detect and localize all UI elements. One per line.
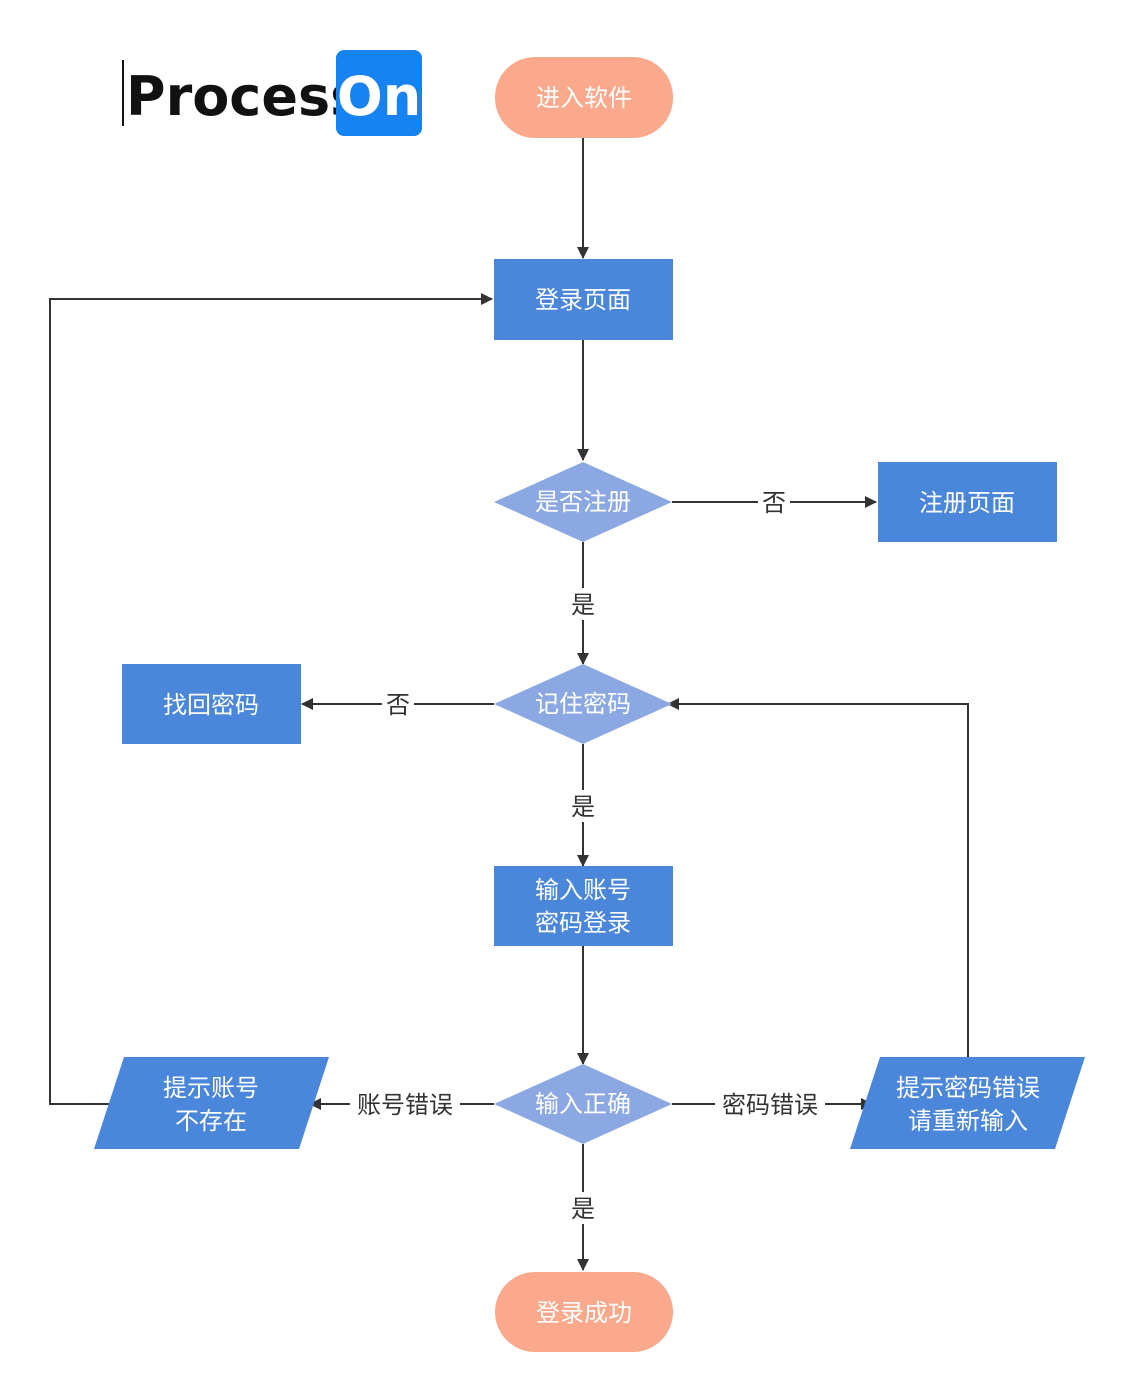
node-login-page-label: 登录页面 bbox=[535, 286, 631, 314]
node-login-page: 登录页面 bbox=[494, 259, 673, 340]
edge-label-registered: 是 bbox=[571, 591, 595, 619]
edge-label-correct: 是 bbox=[571, 1195, 595, 1223]
node-login-success: 登录成功 bbox=[495, 1272, 673, 1352]
node-account-not-exist: 提示账号 不存在 bbox=[94, 1057, 329, 1149]
node-enter-app: 进入软件 bbox=[495, 57, 673, 138]
node-wrong-password-line1: 提示密码错误 bbox=[896, 1074, 1040, 1102]
node-input-credentials: 输入账号 密码登录 bbox=[494, 866, 673, 946]
node-wrong-password: 提示密码错误 请重新输入 bbox=[850, 1057, 1085, 1149]
logo-accent-box bbox=[336, 50, 422, 136]
node-enter-app-label: 进入软件 bbox=[536, 84, 632, 112]
node-register-page: 注册页面 bbox=[878, 462, 1057, 542]
node-wrong-password-line2: 请重新输入 bbox=[908, 1107, 1028, 1135]
node-is-registered-label: 是否注册 bbox=[535, 488, 631, 516]
node-login-success-label: 登录成功 bbox=[536, 1299, 632, 1327]
edge-label-not-remembered: 否 bbox=[386, 691, 410, 719]
edge-label-remembered: 是 bbox=[571, 793, 595, 821]
node-recover-password-label: 找回密码 bbox=[163, 691, 259, 719]
node-input-credentials-line2: 密码登录 bbox=[535, 909, 631, 937]
node-input-credentials-line1: 输入账号 bbox=[535, 876, 631, 904]
node-input-correct: 输入正确 bbox=[494, 1064, 672, 1144]
node-account-not-exist-line2: 不存在 bbox=[175, 1107, 247, 1135]
logo-text-on: On bbox=[337, 65, 421, 128]
edge-label-password-error: 密码错误 bbox=[722, 1091, 818, 1119]
node-input-correct-label: 输入正确 bbox=[535, 1090, 631, 1118]
edge-label-account-error: 账号错误 bbox=[357, 1091, 453, 1119]
edge-wrong-pw-to-remember bbox=[667, 698, 969, 1058]
node-register-page-label: 注册页面 bbox=[919, 489, 1015, 517]
node-account-not-exist-line1: 提示账号 bbox=[163, 1074, 259, 1102]
node-recover-password: 找回密码 bbox=[122, 664, 301, 744]
node-remember-password: 记住密码 bbox=[494, 664, 672, 744]
node-is-registered: 是否注册 bbox=[494, 462, 672, 542]
logo-text-process: Process bbox=[126, 65, 362, 128]
node-remember-password-label: 记住密码 bbox=[535, 690, 631, 718]
edge-labels: 否 是 否 是 账号错误 密码错误 是 bbox=[350, 486, 825, 1224]
edge-no-account-to-login bbox=[49, 293, 493, 1105]
processon-logo: Process On bbox=[122, 50, 422, 136]
edge-label-not-registered: 否 bbox=[762, 489, 786, 517]
